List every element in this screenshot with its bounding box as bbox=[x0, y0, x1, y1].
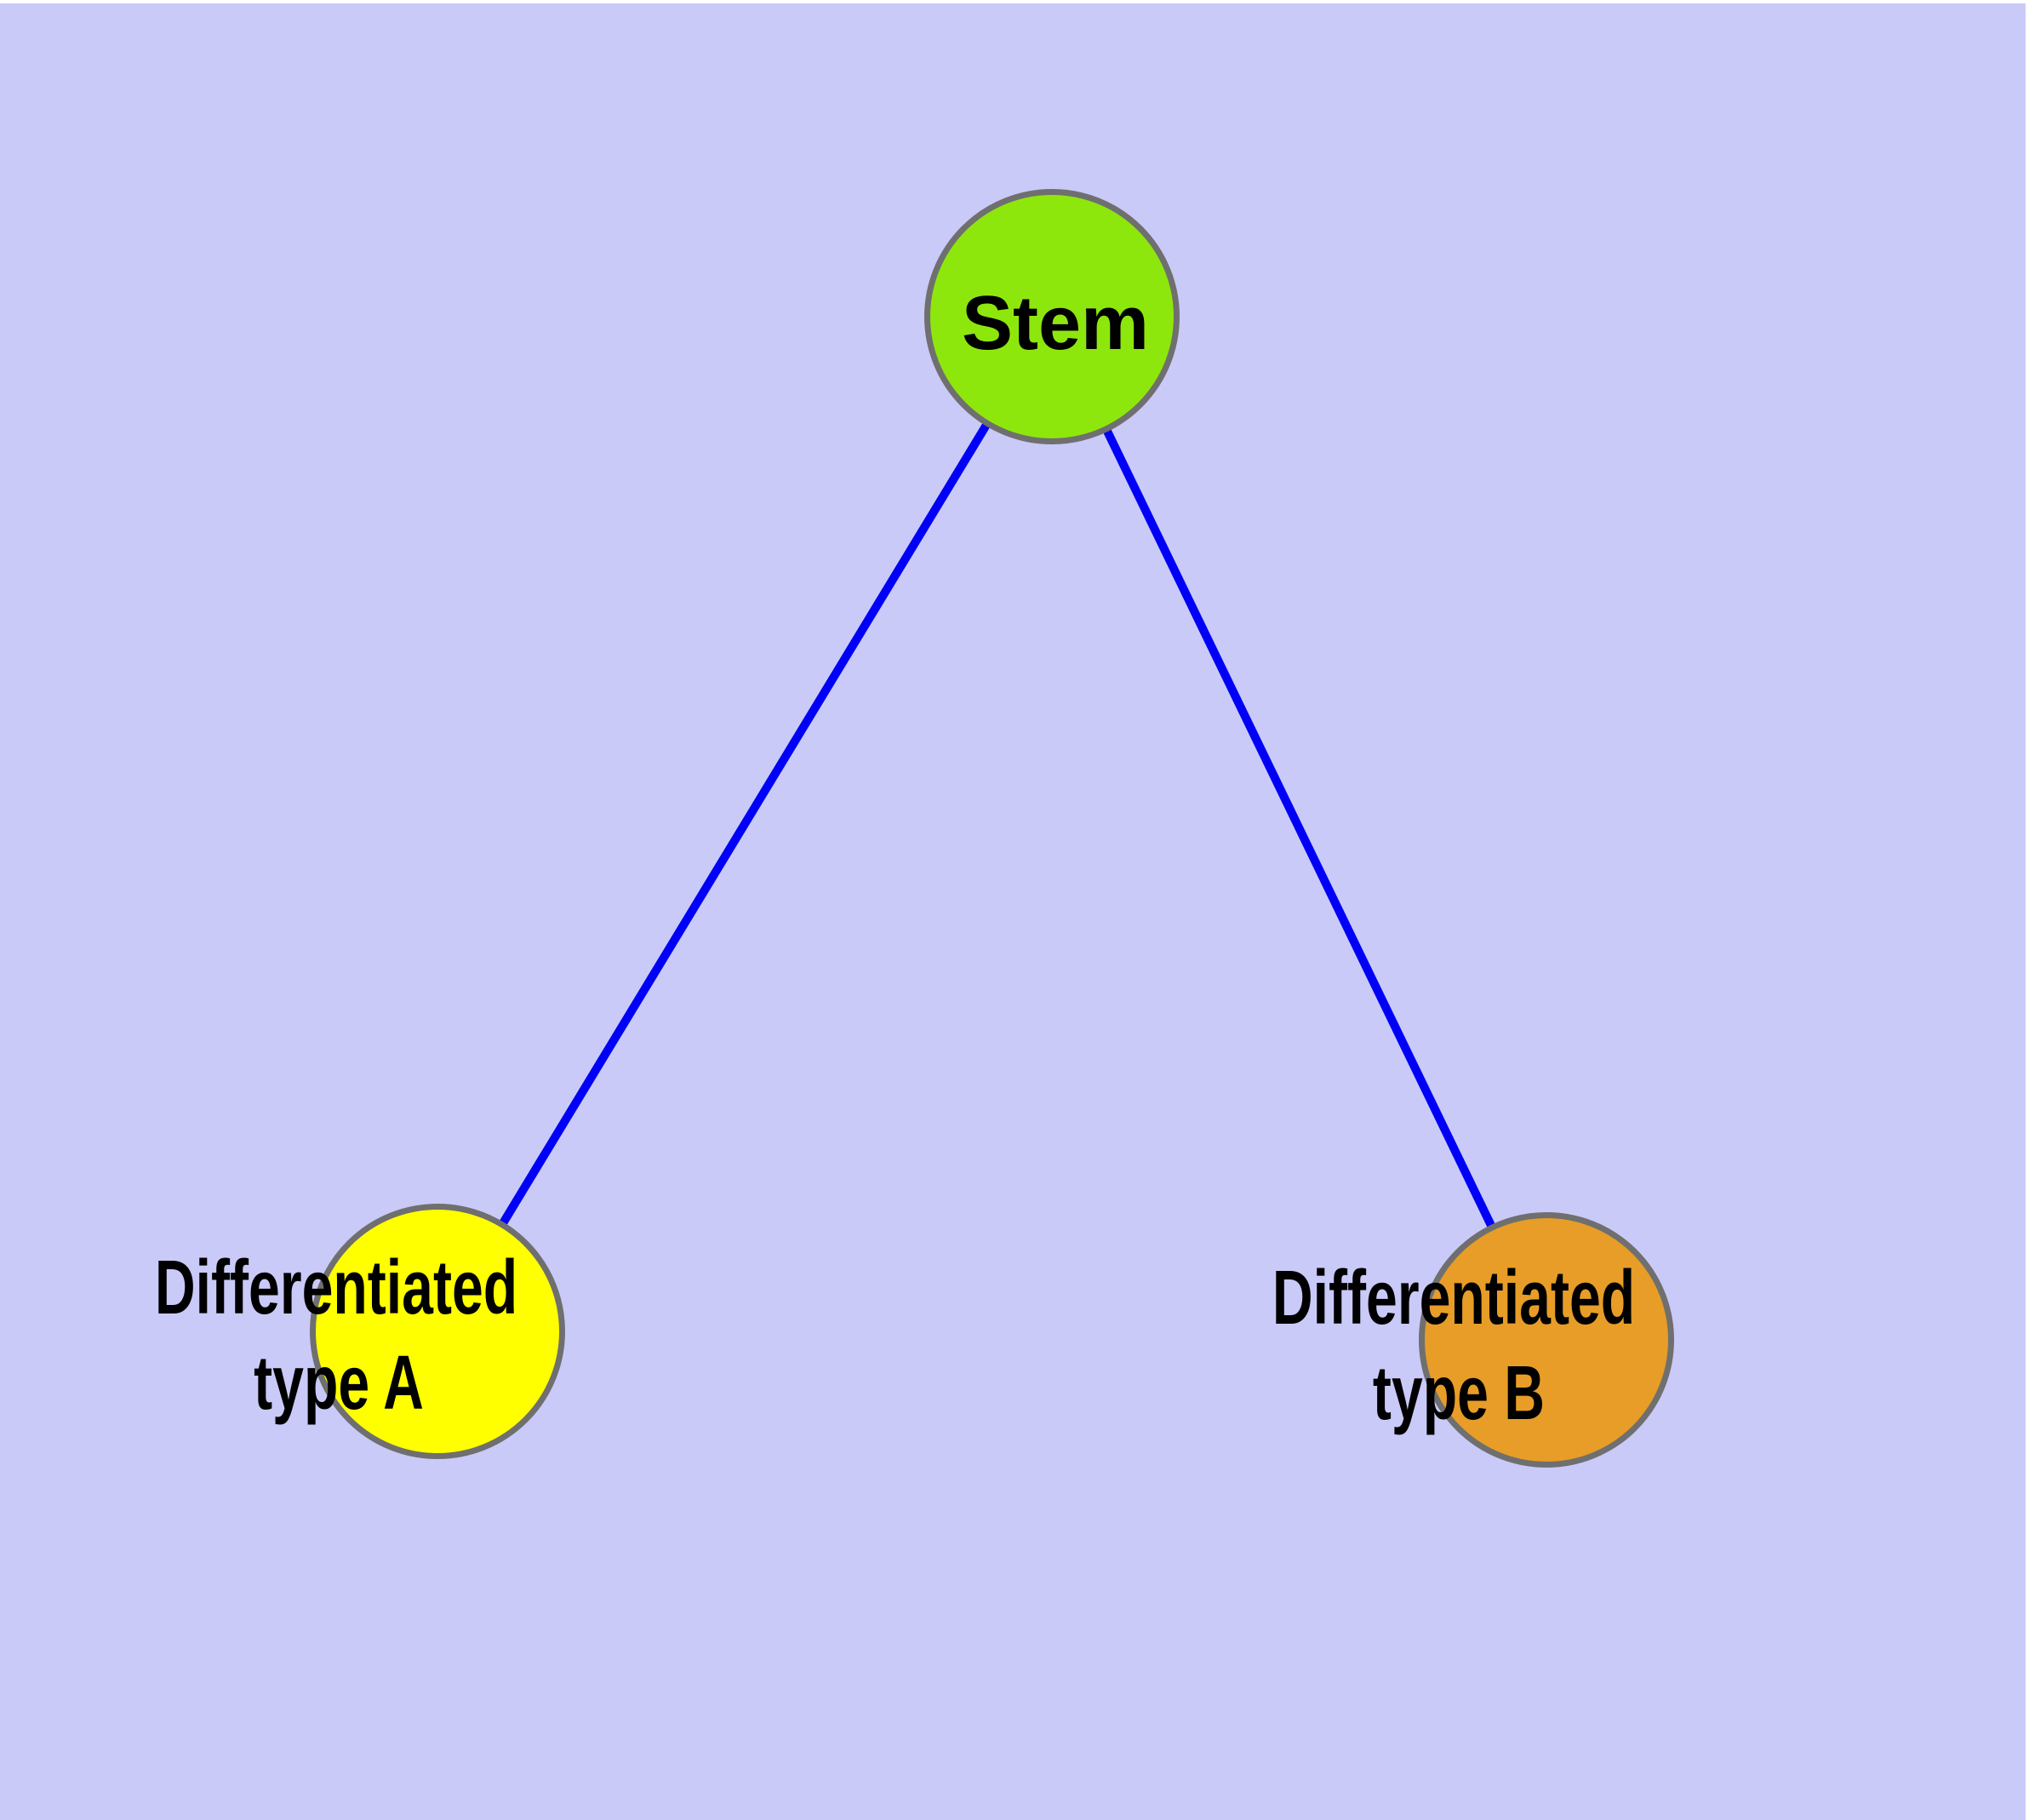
node-type-a-label-line1: Differentiated bbox=[155, 1245, 517, 1330]
node-stem-circle bbox=[924, 189, 1180, 444]
edge-stem-to-type-a bbox=[433, 314, 1056, 1334]
node-type-b-circle bbox=[1419, 1212, 1674, 1468]
node-type-a-circle bbox=[310, 1204, 565, 1459]
node-stem-label: Stem bbox=[962, 281, 1149, 366]
node-type-b-label-line1: Differentiated bbox=[1272, 1255, 1635, 1340]
edge-stem-to-type-b bbox=[1048, 314, 1551, 1342]
node-type-b-label-line2: type B bbox=[1373, 1350, 1545, 1435]
node-type-a-label-line2: type A bbox=[254, 1340, 424, 1425]
